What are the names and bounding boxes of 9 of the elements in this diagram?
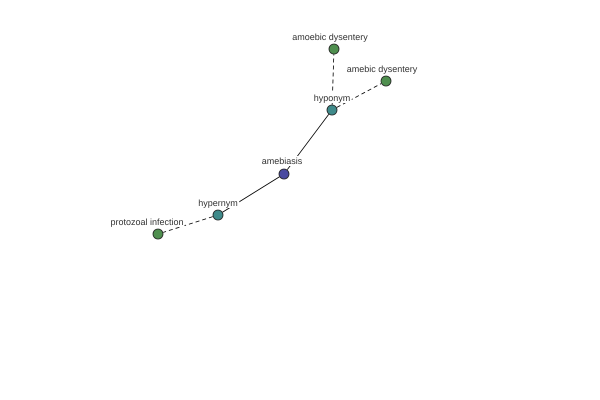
- node-label: hyponym: [312, 93, 352, 103]
- node-label: amebic dysentery: [346, 64, 418, 74]
- dashed-line: [332, 54, 334, 105]
- dashed-line: [336, 83, 382, 108]
- node-label: amoebic dysentery: [291, 32, 369, 42]
- node-label: hypernym: [197, 198, 239, 208]
- dashed-line: [162, 216, 214, 233]
- node-label: amebiasis: [260, 156, 304, 166]
- node-label: protozoal infection: [109, 217, 185, 227]
